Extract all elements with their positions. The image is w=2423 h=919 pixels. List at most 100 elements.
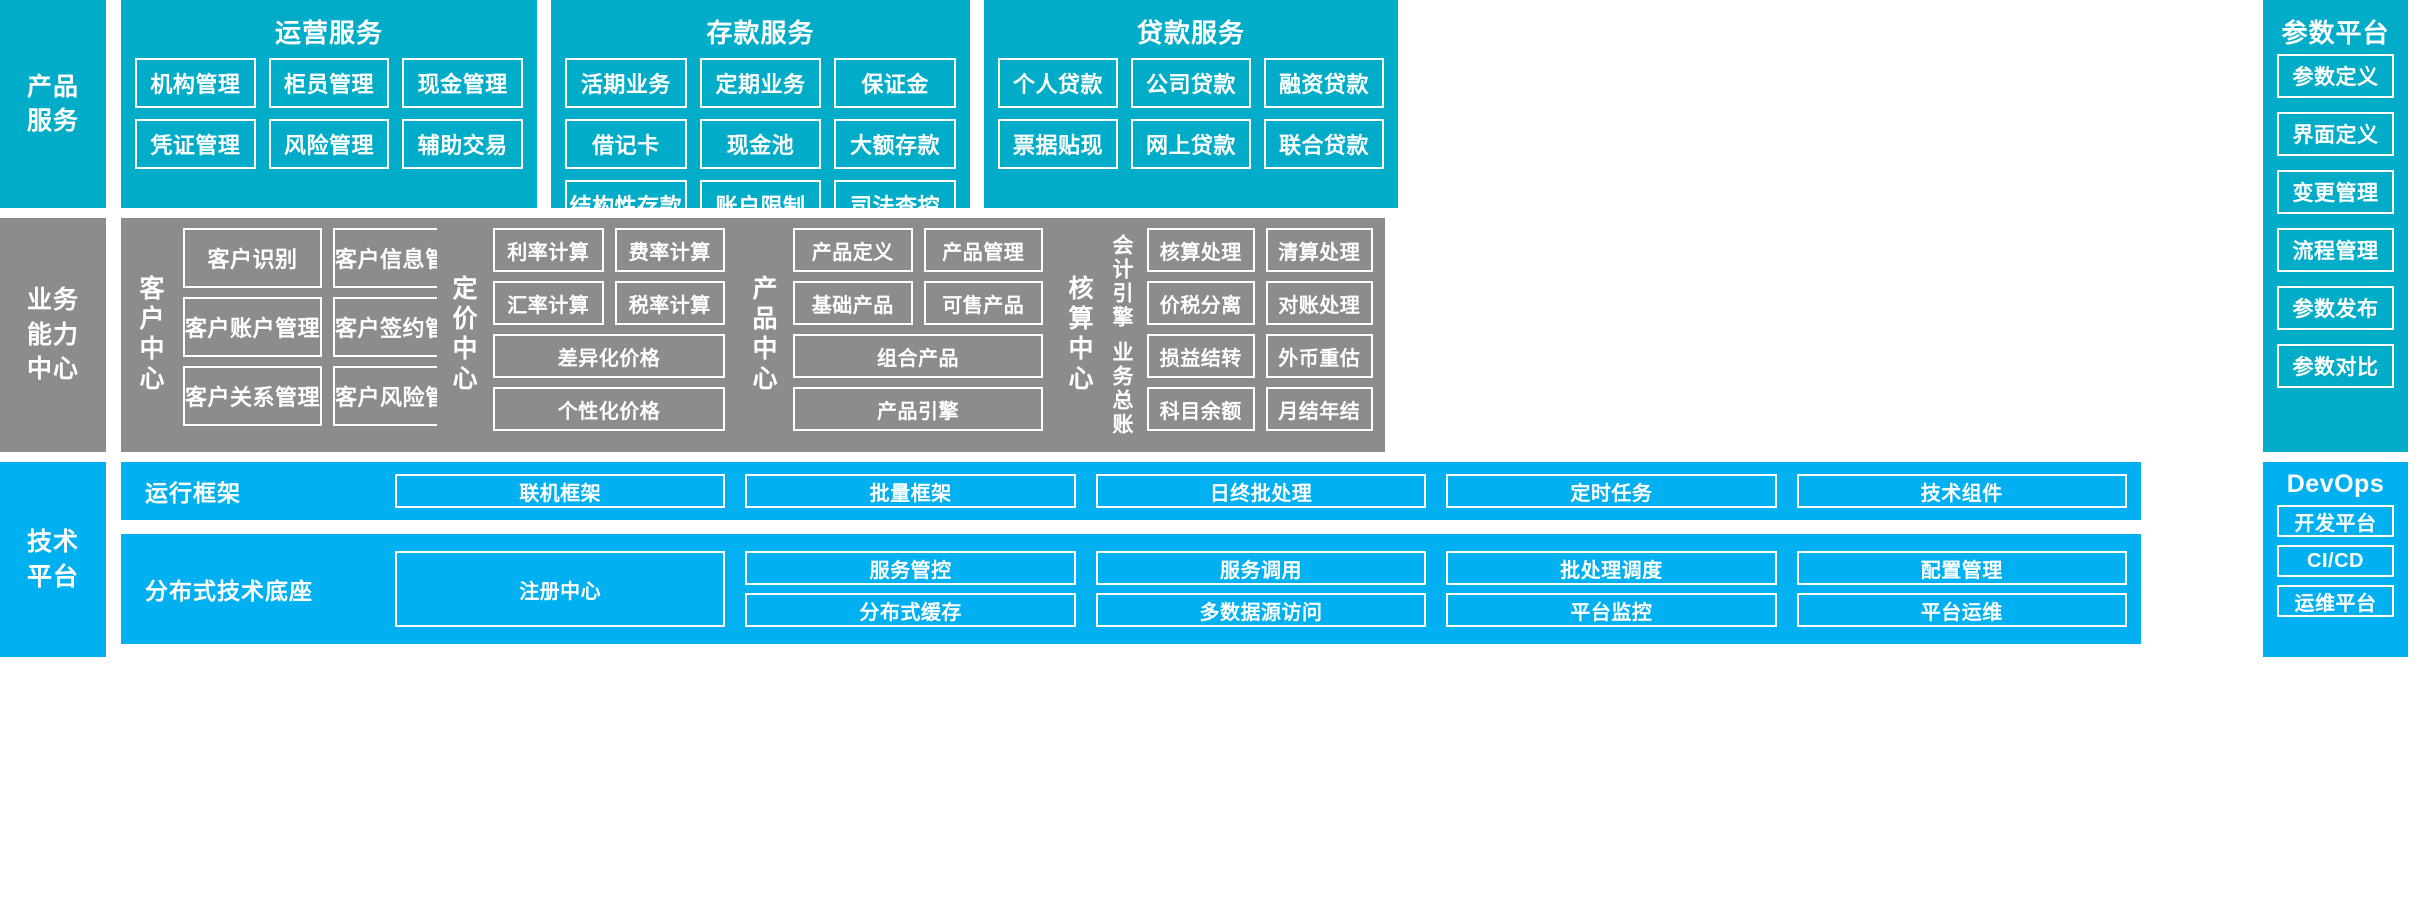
product-service-band: 产品 服务 运营服务 机构管理 柜员管理 现金管理 凭证管理 风险管理 辅助交易… <box>0 0 2423 230</box>
tech-platform-band: 技术 平台 运行框架 联机框架 批量框架 日终批处理 定时任务 技术组件 分布式… <box>0 462 2423 919</box>
tile-bill-discount[interactable]: 票据贴现 <box>998 119 1118 169</box>
operation-service-title: 运营服务 <box>274 18 383 48</box>
panel-deposit-service: 存款服务 活期业务 定期业务 保证金 借记卡 现金池 大额存款 结构性存款 账户… <box>551 0 970 230</box>
tile-development-platform[interactable]: 开发平台 <box>2277 505 2394 537</box>
rail-product-service: 产品 服务 <box>0 0 106 208</box>
tile-cash-pool[interactable]: 现金池 <box>699 119 822 169</box>
tile-risk-management[interactable]: 风险管理 <box>268 119 390 169</box>
rail-capability-line-1: 业务 <box>26 286 79 315</box>
deposit-service-tiles: 活期业务 定期业务 保证金 借记卡 现金池 大额存款 结构性存款 账户限制 司法… <box>551 58 970 230</box>
operation-service-tiles: 机构管理 柜员管理 现金管理 凭证管理 风险管理 辅助交易 <box>121 58 537 169</box>
tile-composite-product[interactable]: 组合产品 <box>793 334 1043 378</box>
tile-account-balance[interactable]: 科目余额 <box>1147 387 1255 431</box>
loan-service-title: 贷款服务 <box>1136 18 1245 48</box>
tile-customer-relationship-management[interactable]: 客户关系管理 <box>183 366 323 426</box>
tile-process-management[interactable]: 流程管理 <box>2277 228 2394 272</box>
tile-platform-monitoring[interactable]: 平台监控 <box>1446 593 1777 627</box>
tile-batch-framework[interactable]: 批量框架 <box>745 474 1076 508</box>
parameter-platform-title: 参数平台 <box>2281 18 2390 48</box>
tile-financing-loan[interactable]: 融资贷款 <box>1264 58 1384 108</box>
accounting-sub-labels: 会计引擎 业务总账 <box>1103 218 1139 452</box>
accounting-engine-label: 会计引擎 <box>1110 233 1133 330</box>
accounting-center-body: 核算处理 清算处理 价税分离 对账处理 损益结转 外币重估 科目余额 月结年结 <box>1139 218 1385 452</box>
tile-price-tax-separation[interactable]: 价税分离 <box>1147 281 1255 325</box>
tile-distributed-cache[interactable]: 分布式缓存 <box>745 593 1076 627</box>
tile-batch-scheduling[interactable]: 批处理调度 <box>1446 551 1777 585</box>
tile-product-engine[interactable]: 产品引擎 <box>793 387 1043 431</box>
accounting-engine-tiles: 核算处理 清算处理 价税分离 对账处理 <box>1147 228 1373 325</box>
tile-margin-deposit[interactable]: 保证金 <box>834 58 956 108</box>
tile-cash-management[interactable]: 现金管理 <box>402 58 523 108</box>
tile-accounting-processing[interactable]: 核算处理 <box>1147 228 1255 272</box>
rail-capability-line-3: 中心 <box>26 355 79 384</box>
tile-service-invocation[interactable]: 服务调用 <box>1095 551 1427 585</box>
tile-foreign-currency-revaluation[interactable]: 外币重估 <box>1265 334 1373 378</box>
tile-time-deposit[interactable]: 定期业务 <box>699 58 822 108</box>
tile-product-management[interactable]: 产品管理 <box>923 228 1043 272</box>
tile-cicd[interactable]: CI/CD <box>2277 545 2394 577</box>
tile-day-end-batch[interactable]: 日终批处理 <box>1095 474 1427 508</box>
tile-judicial-control[interactable]: 司法查控 <box>834 180 956 230</box>
tile-fee-rate-calc[interactable]: 费率计算 <box>614 228 725 272</box>
rail-capability-line-2: 能力 <box>26 320 79 349</box>
accounting-center-label: 核算中心 <box>1065 275 1093 395</box>
tile-sellable-product[interactable]: 可售产品 <box>923 281 1043 325</box>
tile-parameter-comparison[interactable]: 参数对比 <box>2277 344 2394 388</box>
tile-online-framework[interactable]: 联机框架 <box>395 474 726 508</box>
tile-base-product[interactable]: 基础产品 <box>793 281 913 325</box>
tile-customer-account-management[interactable]: 客户账户管理 <box>183 297 323 357</box>
distributed-base-row: 分布式技术底座 注册中心 服务管控 服务调用 批处理调度 配置管理 分布式缓存 … <box>121 534 2141 644</box>
panel-devops: DevOps 开发平台 CI/CD 运维平台 <box>2263 462 2408 657</box>
tile-change-management[interactable]: 变更管理 <box>2277 170 2394 214</box>
tile-ops-platform[interactable]: 运维平台 <box>2277 585 2394 617</box>
tile-parameter-release[interactable]: 参数发布 <box>2277 286 2394 330</box>
tile-registry-center[interactable]: 注册中心 <box>395 551 726 627</box>
panel-accounting-center: 核算中心 会计引擎 业务总账 核算处理 清算处理 价税分离 对账处理 损益结转 … <box>1055 218 1385 452</box>
tile-product-definition[interactable]: 产品定义 <box>793 228 913 272</box>
pricing-center-body: 利率计算 费率计算 汇率计算 税率计算 差异化价格 个性化价格 <box>489 218 737 452</box>
tile-interface-definition[interactable]: 界面定义 <box>2277 112 2394 156</box>
devops-title: DevOps <box>2286 470 2385 498</box>
tile-config-management[interactable]: 配置管理 <box>1796 551 2127 585</box>
tile-parameter-definition[interactable]: 参数定义 <box>2277 54 2394 98</box>
tile-tech-component[interactable]: 技术组件 <box>1796 474 2127 508</box>
tile-org-management[interactable]: 机构管理 <box>135 58 256 108</box>
tile-personal-loan[interactable]: 个人贷款 <box>998 58 1118 108</box>
tile-customer-identification[interactable]: 客户识别 <box>183 228 323 288</box>
panel-parameter-platform: 参数平台 参数定义 界面定义 变更管理 流程管理 参数发布 参数对比 <box>2263 0 2408 452</box>
tile-teller-management[interactable]: 柜员管理 <box>268 58 390 108</box>
tile-large-deposit[interactable]: 大额存款 <box>834 119 956 169</box>
tile-settlement-processing[interactable]: 清算处理 <box>1265 228 1373 272</box>
tile-multi-datasource-access[interactable]: 多数据源访问 <box>1095 593 1427 627</box>
tile-voucher-management[interactable]: 凭证管理 <box>135 119 256 169</box>
tile-debit-card[interactable]: 借记卡 <box>565 119 687 169</box>
tile-month-year-end-close[interactable]: 月结年结 <box>1265 387 1373 431</box>
tile-interest-rate-calc[interactable]: 利率计算 <box>493 228 604 272</box>
tile-profit-loss-carryover[interactable]: 损益结转 <box>1147 334 1255 378</box>
panel-loan-service: 贷款服务 个人贷款 公司贷款 融资贷款 票据贴现 网上贷款 联合贷款 <box>984 0 1398 208</box>
tile-joint-loan[interactable]: 联合贷款 <box>1264 119 1384 169</box>
tile-tax-rate-calc[interactable]: 税率计算 <box>614 281 725 325</box>
tile-differentiated-price[interactable]: 差异化价格 <box>493 334 725 378</box>
tile-scheduled-task[interactable]: 定时任务 <box>1446 474 1777 508</box>
tile-personalized-price[interactable]: 个性化价格 <box>493 387 725 431</box>
tile-online-loan[interactable]: 网上贷款 <box>1131 119 1251 169</box>
customer-center-tiles: 客户识别 客户信息管理 客户账户管理 客户签约管理 客户关系管理 客户风险管理 <box>183 228 473 426</box>
tile-demand-deposit[interactable]: 活期业务 <box>565 58 687 108</box>
tile-auxiliary-transaction[interactable]: 辅助交易 <box>402 119 523 169</box>
tile-service-governance[interactable]: 服务管控 <box>745 551 1076 585</box>
rail-product-service-line-1: 产品 <box>26 72 79 101</box>
loan-service-tiles: 个人贷款 公司贷款 融资贷款 票据贴现 网上贷款 联合贷款 <box>984 58 1398 169</box>
runtime-framework-label: 运行框架 <box>145 480 241 506</box>
rail-tech-line-2: 平台 <box>26 562 79 591</box>
customer-center-label: 客户中心 <box>136 275 164 395</box>
tile-reconciliation-processing[interactable]: 对账处理 <box>1265 281 1373 325</box>
parameter-platform-tiles: 参数定义 界面定义 变更管理 流程管理 参数发布 参数对比 <box>2263 54 2408 388</box>
rail-tech-platform: 技术 平台 <box>0 462 106 657</box>
rail-tech-line-1: 技术 <box>26 528 79 556</box>
tile-exchange-rate-calc[interactable]: 汇率计算 <box>493 281 604 325</box>
product-center-label: 产品中心 <box>749 275 777 395</box>
general-ledger-tiles: 损益结转 外币重估 科目余额 月结年结 <box>1147 334 1373 431</box>
tile-platform-ops[interactable]: 平台运维 <box>1796 593 2127 627</box>
tile-corporate-loan[interactable]: 公司贷款 <box>1131 58 1251 108</box>
